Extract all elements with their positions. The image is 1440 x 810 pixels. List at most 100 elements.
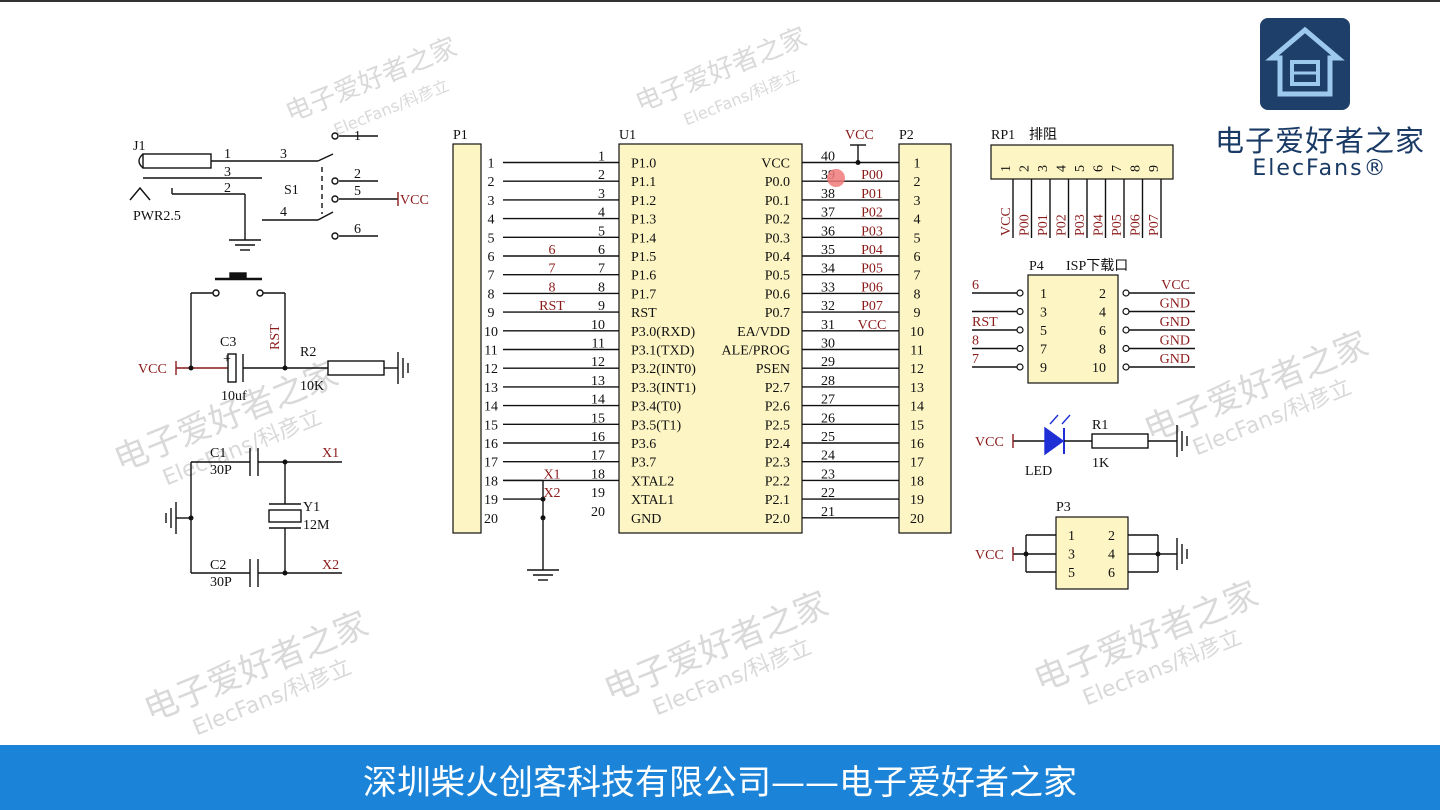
rp1-net-label: P07 <box>1147 214 1162 236</box>
p1-pin: 7 <box>488 269 495 284</box>
p4-right-net: GND <box>1160 297 1190 312</box>
p4-left-net: 8 <box>972 334 979 349</box>
u1-pin-name: XTAL2 <box>631 474 674 489</box>
rp1-pin-number: 6 <box>1092 165 1107 172</box>
u1-net-label: 8 <box>549 280 556 295</box>
p4-pin-number: 7 <box>1040 343 1047 358</box>
p1-pin: 6 <box>488 250 495 265</box>
u1-pin-name: P3.4(T0) <box>631 400 682 415</box>
p1-pin: 11 <box>484 344 497 359</box>
u1-pin-number: 22 <box>821 486 835 501</box>
u1-net-label: P00 <box>861 168 883 183</box>
u1-pin-name: P3.2(INT0) <box>631 362 696 377</box>
rp1-net-label: P04 <box>1092 214 1107 236</box>
u1-pin-name: P0.4 <box>765 250 790 265</box>
u1-pin-name: ALE/PROG <box>722 344 790 359</box>
p1-pin: 18 <box>484 474 498 489</box>
rp1-label: RP1 <box>991 128 1015 143</box>
u1-pin-name: P3.5(T1) <box>631 418 682 433</box>
u1-pin-name: P3.7 <box>631 456 656 471</box>
crystal-circuit <box>165 448 342 587</box>
c1-label: C1 <box>210 446 226 461</box>
p2-pin: 20 <box>910 512 924 527</box>
switch-pin-3: 3 <box>280 147 287 162</box>
u1-pin-name: P1.1 <box>631 175 656 190</box>
p2-pin: 17 <box>910 456 924 471</box>
u1-pin-name: RST <box>631 306 657 321</box>
u1-pin-number: 40 <box>821 150 835 165</box>
p2-pin: 8 <box>914 287 921 302</box>
p3-pin-number: 6 <box>1108 566 1115 581</box>
u1-net-label: P05 <box>861 262 883 277</box>
p2-pin: 5 <box>914 231 921 246</box>
p4-pin-number: 9 <box>1040 361 1047 376</box>
u1-pin-number: 36 <box>821 224 835 239</box>
u1-pin-number: 27 <box>821 393 835 408</box>
u1-pin-number: 17 <box>591 449 605 464</box>
u1-pin-number: 29 <box>821 355 835 370</box>
p3-pin-number: 2 <box>1108 529 1115 544</box>
u1-pin-name: GND <box>631 512 661 527</box>
u1-pin-name: P1.7 <box>631 287 656 302</box>
reset-circuit <box>175 272 409 384</box>
u1-vcc-top: VCC <box>845 128 874 143</box>
y1-value: 12M <box>303 518 330 533</box>
p3-pin-number: 1 <box>1068 529 1075 544</box>
rp1-pin-number: 2 <box>1018 165 1033 172</box>
u1-pin-name: P0.1 <box>765 194 790 209</box>
p3-pin-number: 5 <box>1068 566 1075 581</box>
rp1-pin-number: 4 <box>1055 165 1070 172</box>
u1-pin-number: 2 <box>598 168 605 183</box>
u1-pin-name: P2.5 <box>765 418 790 433</box>
r1-value: 1K <box>1092 456 1109 471</box>
p2-pin: 9 <box>914 306 921 321</box>
p4-left-net: 6 <box>972 278 979 293</box>
c3-label: C3 <box>220 335 236 350</box>
footer-bar: 深圳柴火创客科技有限公司——电子爱好者之家 <box>0 745 1440 810</box>
switch-pin-4: 4 <box>280 205 287 220</box>
p1-pin: 14 <box>484 400 498 415</box>
u1-pin-name: P1.3 <box>631 213 656 228</box>
p3-label: P3 <box>1056 500 1071 515</box>
u1-net-label: 7 <box>549 262 556 277</box>
u1-pin-number: 6 <box>598 243 605 258</box>
rp1-pin-number: 7 <box>1110 165 1125 172</box>
u1-pin-name: EA/VDD <box>737 325 790 340</box>
p2-pin: 19 <box>910 493 924 508</box>
rst-label: RST <box>268 324 283 350</box>
house-logo-icon <box>1260 18 1350 110</box>
switch-contact-2: 2 <box>354 167 361 182</box>
u1-pin-number: 19 <box>591 486 605 501</box>
rp1-pin-number: 5 <box>1073 165 1088 172</box>
p1-pin: 13 <box>484 381 498 396</box>
switch-contact-1: 1 <box>354 129 361 144</box>
u1-label: U1 <box>619 128 636 143</box>
p2-label: P2 <box>899 128 914 143</box>
u1-pin-name: P2.7 <box>765 381 790 396</box>
rp1-pin-number: 1 <box>999 165 1014 172</box>
c2-label: C2 <box>210 558 226 573</box>
c1-value: 30P <box>210 463 232 478</box>
u1-pin-name: P2.2 <box>765 474 790 489</box>
r1-body <box>1091 433 1149 449</box>
u1-pin-name: P1.0 <box>631 157 656 172</box>
reset-vcc-label: VCC <box>138 362 167 377</box>
u1-net-label: X2 <box>543 486 560 501</box>
u1-pin-name: P0.7 <box>765 306 790 321</box>
u1-pin-number: 13 <box>591 374 605 389</box>
p3-header <box>1055 516 1129 590</box>
p4-pin-number: 8 <box>1099 343 1106 358</box>
p4-left-net: RST <box>972 315 998 330</box>
u1-pin-name: P3.3(INT1) <box>631 381 696 396</box>
u1-pin-number: 21 <box>821 505 835 520</box>
rp1-pin-number: 8 <box>1129 165 1144 172</box>
u1-pin-name: P3.0(RXD) <box>631 325 696 340</box>
power-vcc-label: VCC <box>400 193 429 208</box>
jack-pin-1: 1 <box>224 147 231 162</box>
